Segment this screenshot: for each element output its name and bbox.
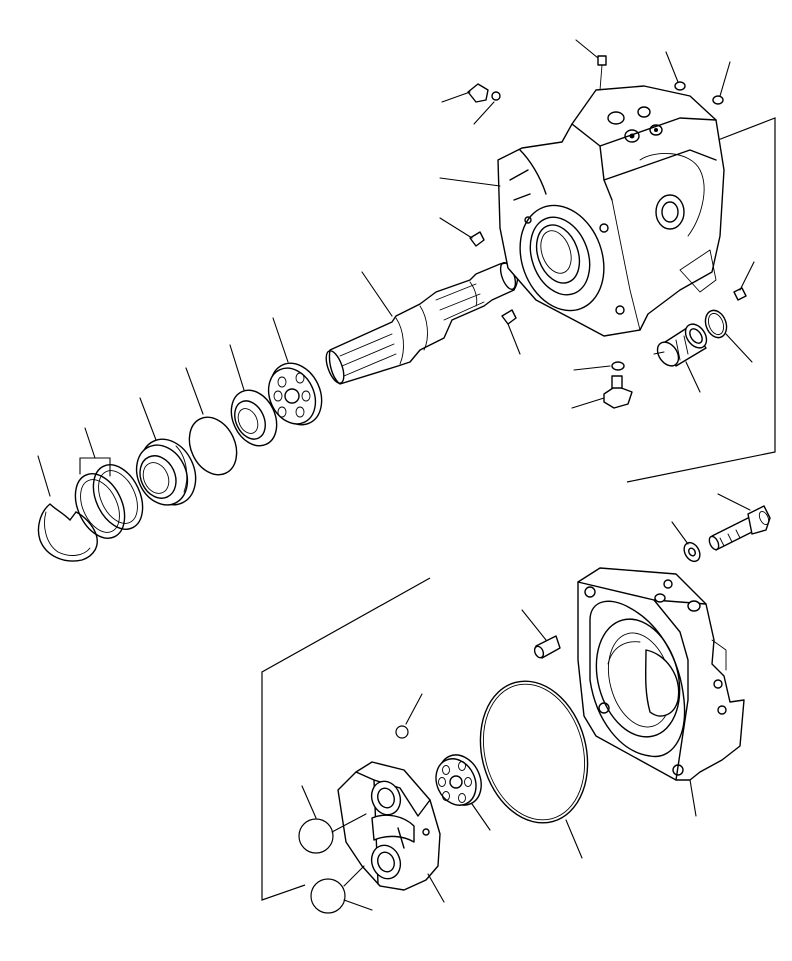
end-cover (577, 567, 745, 817)
assembly-frame-upper (626, 117, 776, 483)
mounting-bolt (439, 217, 755, 355)
assembly-frame-lower (261, 577, 431, 901)
bearing-outer (229, 344, 278, 447)
snap-ring (37, 455, 98, 562)
oil-seal (135, 397, 197, 506)
pump-case (439, 85, 725, 337)
drive-shaft (325, 261, 519, 385)
steel-ball (395, 693, 423, 739)
valve-plate (337, 761, 445, 903)
roller-bearing (267, 317, 323, 426)
dowel-pin (521, 609, 561, 659)
case-o-ring (704, 309, 753, 363)
rear-bearing (435, 754, 491, 831)
gasket-o-ring (479, 680, 589, 859)
servo-sleeve (653, 323, 708, 393)
shim-rings (74, 427, 144, 539)
o-ring-seal (185, 367, 238, 476)
large-ball-lower (310, 865, 373, 914)
large-ball-upper (298, 785, 367, 854)
plug-bolt-top (441, 39, 731, 125)
cap-screw (708, 493, 771, 551)
plug-fitting (571, 361, 633, 409)
washer (671, 521, 701, 563)
